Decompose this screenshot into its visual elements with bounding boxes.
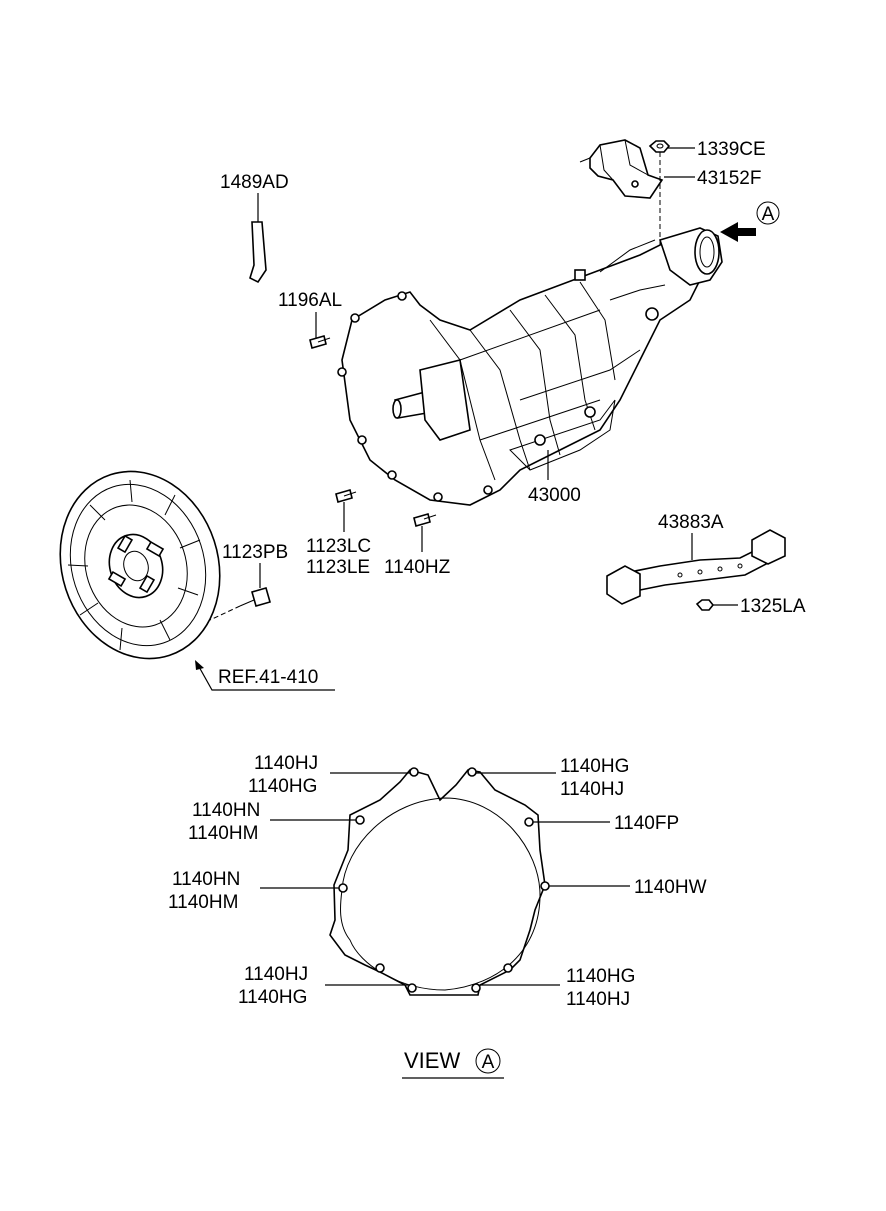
label-view-ll-2: 1140HM	[168, 892, 238, 913]
label-43152F: 43152F	[697, 168, 761, 189]
ref-arrowhead	[195, 660, 204, 670]
view-a-arrow: A	[720, 201, 780, 242]
label-1489AD: 1489AD	[220, 172, 289, 193]
bolt-1123LC	[335, 489, 357, 503]
leader-ref	[197, 664, 335, 691]
clutch-disc	[59, 470, 221, 660]
label-view-ll-1: 1140HN	[172, 869, 240, 890]
label-1123LC: 1123LC	[306, 536, 371, 557]
label-view-ml-2: 1140HM	[188, 823, 258, 844]
bolt-1140HZ	[413, 513, 437, 527]
label-43000: 43000	[528, 485, 581, 506]
label-1140HZ: 1140HZ	[384, 557, 451, 578]
label-view-br-2: 1140HJ	[566, 989, 630, 1010]
label-1123PB: 1123PB	[222, 542, 288, 563]
label-view-tr-2: 1140HJ	[560, 779, 624, 800]
label-view-bl-2: 1140HG	[238, 987, 307, 1008]
label-view-lr: 1140HW	[634, 877, 707, 898]
label-view-mr: 1140FP	[614, 813, 679, 834]
label-view-tl-2: 1140HG	[248, 776, 317, 797]
view-title: VIEW A	[402, 1048, 504, 1079]
label-43883A: 43883A	[658, 512, 724, 533]
shift-lever-43883A	[606, 529, 786, 605]
label-view-bl-1: 1140HJ	[244, 964, 308, 985]
label-1196AL: 1196AL	[278, 290, 342, 311]
view-title-marker: A	[482, 1052, 495, 1073]
label-view-tl-1: 1140HJ	[254, 753, 318, 774]
nut-1325LA	[695, 599, 715, 611]
label-view-br-1: 1140HG	[566, 966, 635, 987]
bolt-1123PB	[239, 587, 271, 607]
label-1123LE: 1123LE	[306, 557, 370, 578]
label-view-ml-1: 1140HN	[192, 800, 260, 821]
transmission-43000	[337, 227, 723, 506]
label-1325LA: 1325LA	[740, 596, 806, 617]
view-title-text: VIEW	[404, 1048, 460, 1073]
view-a-marker: A	[762, 204, 775, 225]
label-view-tr-1: 1140HG	[560, 756, 629, 777]
view-a-flange	[329, 767, 550, 996]
nut-1339CE	[648, 140, 671, 153]
label-ref-41-410: REF.41-410	[218, 667, 318, 688]
bolt-1196AL	[309, 335, 331, 349]
clip-1489AD	[249, 221, 267, 284]
label-1339CE: 1339CE	[697, 139, 766, 160]
bolt-axis-line	[209, 605, 241, 621]
bracket-43152F	[579, 139, 664, 199]
